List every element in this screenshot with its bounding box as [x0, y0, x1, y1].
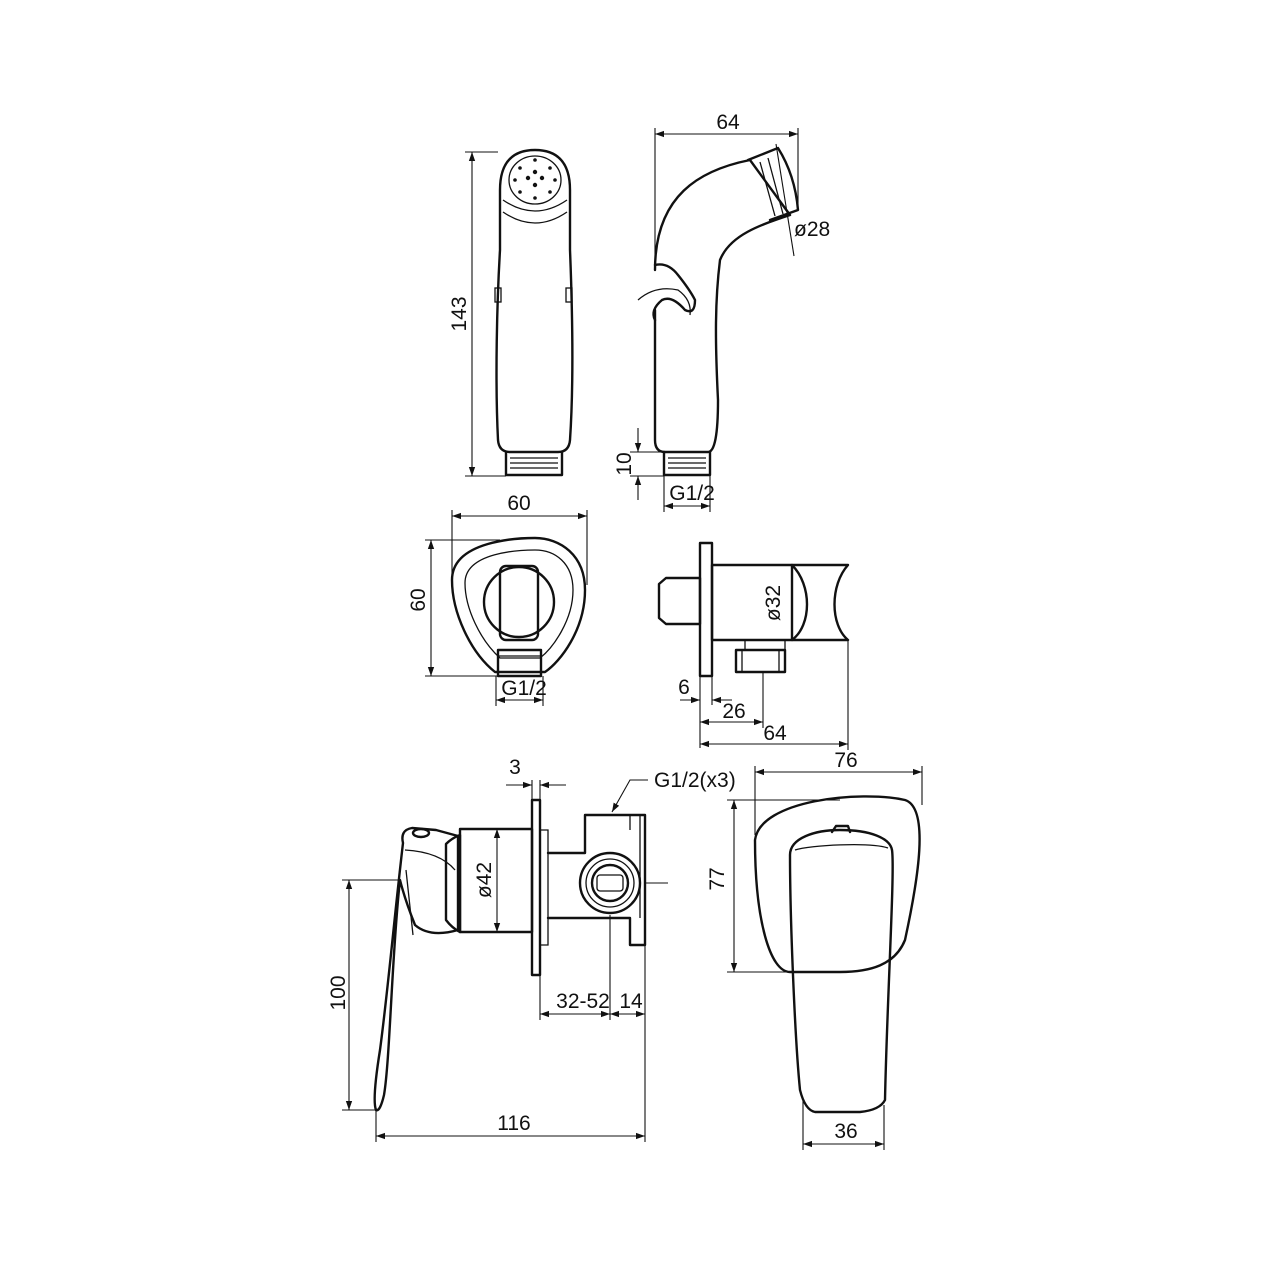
spray-nozzle-holes: [513, 158, 557, 200]
mixer-front-view: [727, 766, 923, 1150]
mixer-side-view: [342, 779, 668, 1142]
spray-height-label: 143: [448, 296, 471, 331]
holder-depth-label: 64: [763, 722, 787, 745]
dimension-labels: 143 64 ø28 10 G1/2 60 60 G1/2 ø32 6 26 6…: [327, 111, 858, 1143]
mixer-cover-height-label: 77: [706, 867, 729, 890]
holder-flange-label: 6: [678, 676, 690, 699]
mixer-total-depth-label: 116: [497, 1112, 530, 1135]
wall-holder-front-view: [425, 510, 588, 706]
holder-height-label: 60: [407, 588, 430, 611]
holder-width-label: 60: [507, 492, 530, 515]
mixer-plate-thickness-label: 3: [509, 756, 521, 779]
holder-outlet-offset-label: 26: [722, 700, 745, 723]
wall-holder-side-view: [657, 541, 850, 750]
spray-thread-label: G1/2: [669, 482, 715, 505]
holder-thread-label: G1/2: [501, 677, 547, 700]
mixer-lever-height-label: 100: [327, 975, 350, 1010]
mixer-install-depth-label: 32-52: [556, 990, 610, 1013]
holder-flange-diameter-label: ø32: [762, 585, 785, 621]
hand-spray-side-view: [630, 128, 800, 512]
hand-spray-front-view: [465, 148, 574, 477]
spray-width-label: 64: [716, 111, 740, 134]
spray-thread-length-label: 10: [613, 452, 636, 475]
mixer-cover-width-label: 76: [834, 749, 857, 772]
mixer-body-depth-label: 14: [619, 990, 643, 1013]
mixer-connections-label: G1/2(x3): [654, 769, 736, 792]
mixer-lever-width-label: 36: [834, 1120, 857, 1143]
spray-nozzle-diameter-label: ø28: [794, 218, 830, 241]
mixer-body-diameter-label: ø42: [473, 862, 496, 898]
